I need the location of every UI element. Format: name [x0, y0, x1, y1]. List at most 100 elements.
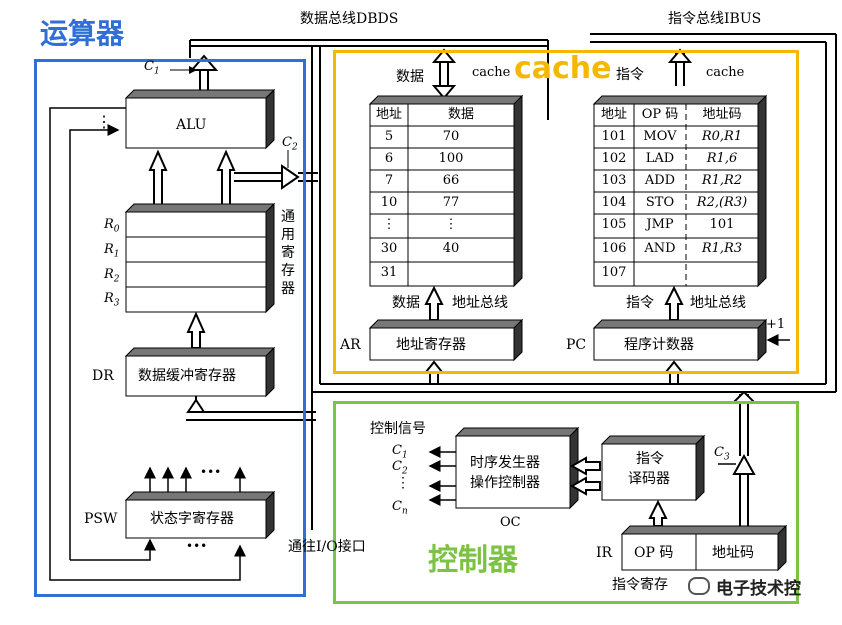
signal-c2: C2: [392, 459, 408, 477]
instr-cache-cell: MOV: [643, 129, 677, 144]
instr-cache-cell: ADD: [644, 173, 676, 188]
psw-top-dots: •••: [200, 465, 222, 479]
alu-unit-frame: [34, 59, 306, 597]
data-cache-cell: 31: [380, 265, 398, 280]
instr-cache-below-left: 指令: [626, 295, 654, 311]
data-cache-cell: 10: [380, 195, 398, 210]
data-cache-below-left: 数据: [392, 295, 420, 311]
register-r1: R1: [104, 242, 120, 260]
data-cache-below-right: 地址总线: [452, 295, 508, 311]
dr-label: 数据缓冲寄存器: [138, 368, 236, 384]
wechat-icon: [688, 577, 710, 595]
psw-tag: PSW: [84, 511, 118, 527]
instr-cache-cell: 103: [601, 173, 627, 188]
instr-cache-top-right: cache: [706, 65, 745, 80]
data-bus-label: 数据总线DBDS: [300, 11, 399, 27]
instr-cache-cell: R1,6: [706, 151, 738, 166]
instr-cache-cell: JMP: [646, 217, 674, 232]
data-cache-cell: 66: [442, 173, 460, 188]
control-signal-arrows: [428, 446, 456, 506]
oc-line2: 操作控制器: [470, 475, 540, 491]
psw-arrows: [70, 466, 246, 561]
instr-cache-cell: 102: [601, 151, 627, 166]
instr-cache-cell: STO: [645, 195, 675, 210]
data-cache-cell: 30: [380, 241, 398, 256]
instr-cache-header-op: OP 码: [641, 107, 679, 122]
data-bus-lines: [189, 39, 549, 120]
instr-cache-cell: R2,(R3): [696, 195, 748, 210]
instruction-bus-label: 指令总线IBUS: [668, 11, 762, 27]
data-cache-header-data: 数据: [447, 107, 474, 122]
ar-label: 地址寄存器: [396, 337, 466, 353]
cache-heading: cache: [514, 51, 612, 86]
instr-cache-header-addrcode: 地址码: [702, 107, 742, 122]
reg-to-alu-arrows: [148, 149, 236, 206]
instr-cache-cell: AND: [644, 241, 676, 256]
decoder-block: [600, 434, 706, 502]
oc-tag: OC: [500, 515, 521, 530]
data-cache-cell: 100: [438, 151, 464, 166]
instr-cache-header-address: 地址: [600, 107, 627, 122]
ir-op-label: OP 码: [634, 545, 674, 561]
decoder-line1: 指令: [636, 451, 664, 467]
data-cache-table: [368, 94, 524, 288]
watermark: 电子技术控: [688, 572, 801, 600]
register-r2: R2: [104, 267, 120, 285]
data-cache-cell: 6: [384, 151, 394, 166]
c3-label: C3: [714, 445, 730, 463]
c2-gate-icon: [234, 150, 318, 190]
ar-block: [368, 318, 524, 362]
data-cache-cell: 5: [384, 129, 394, 144]
pc-block: [592, 318, 768, 362]
instr-cache-table: [592, 94, 768, 288]
cache-frame: [333, 50, 799, 374]
dr-tag: DR: [92, 368, 114, 384]
data-cache-header-address: 地址: [375, 107, 402, 122]
ir-addr-label: 地址码: [712, 545, 754, 561]
instr-cache-cell: R1,R2: [701, 173, 743, 188]
data-cache-cell: [408, 262, 494, 284]
dr-block: [124, 346, 276, 398]
instr-cache-below-right: 地址总线: [690, 295, 746, 311]
control-signals-title: 控制信号: [370, 421, 426, 437]
psw-bottom-dots: •••: [186, 539, 208, 553]
plus-one-label: +1: [766, 317, 786, 332]
data-cache-cell: ⋮: [444, 217, 458, 232]
data-cache-cell: 7: [384, 173, 394, 188]
oc-line1: 时序发生器: [470, 455, 540, 471]
alu-block: [124, 88, 276, 150]
decoder-line2: 译码器: [628, 471, 670, 487]
ar-tag: AR: [340, 337, 361, 353]
c1-gate-icon: [189, 54, 219, 71]
data-cache-cell: 70: [442, 129, 460, 144]
ir-caption: 指令寄存: [612, 577, 668, 593]
data-cache-cell: 40: [442, 241, 460, 256]
instr-cache-cell: R0,R1: [701, 129, 743, 144]
instr-cache-cell: 101: [601, 129, 627, 144]
alu-unit-heading: 运算器: [40, 17, 125, 50]
ir-tag: IR: [596, 545, 613, 561]
register-r3: R3: [104, 291, 120, 309]
instr-cache-cell: 101: [709, 217, 735, 232]
c1-label: C1: [144, 59, 160, 77]
alu-output-dots: ⋮: [96, 112, 112, 131]
oc-block: [454, 426, 580, 510]
watermark-brand: 电子技术控: [716, 578, 801, 599]
data-cache-cell: ⋮: [382, 217, 396, 232]
ir-block: [620, 524, 788, 572]
psw-block: [124, 490, 276, 540]
gpr-label: 通用寄存器: [281, 209, 295, 297]
instr-cache-cell: 105: [601, 217, 627, 232]
control-unit-frame: [333, 401, 799, 604]
instr-cache-cell: 104: [601, 195, 627, 210]
c2-label: C2: [282, 135, 298, 153]
signal-c1: C1: [392, 443, 408, 461]
control-unit-heading: 控制器: [428, 543, 518, 578]
alu-label: ALU: [176, 117, 207, 133]
signal-dots: ⋮: [396, 475, 410, 491]
instr-cache-cell: 106: [601, 241, 627, 256]
psw-label: 状态字寄存器: [150, 511, 234, 527]
instr-cache-cell: LAD: [645, 151, 675, 166]
